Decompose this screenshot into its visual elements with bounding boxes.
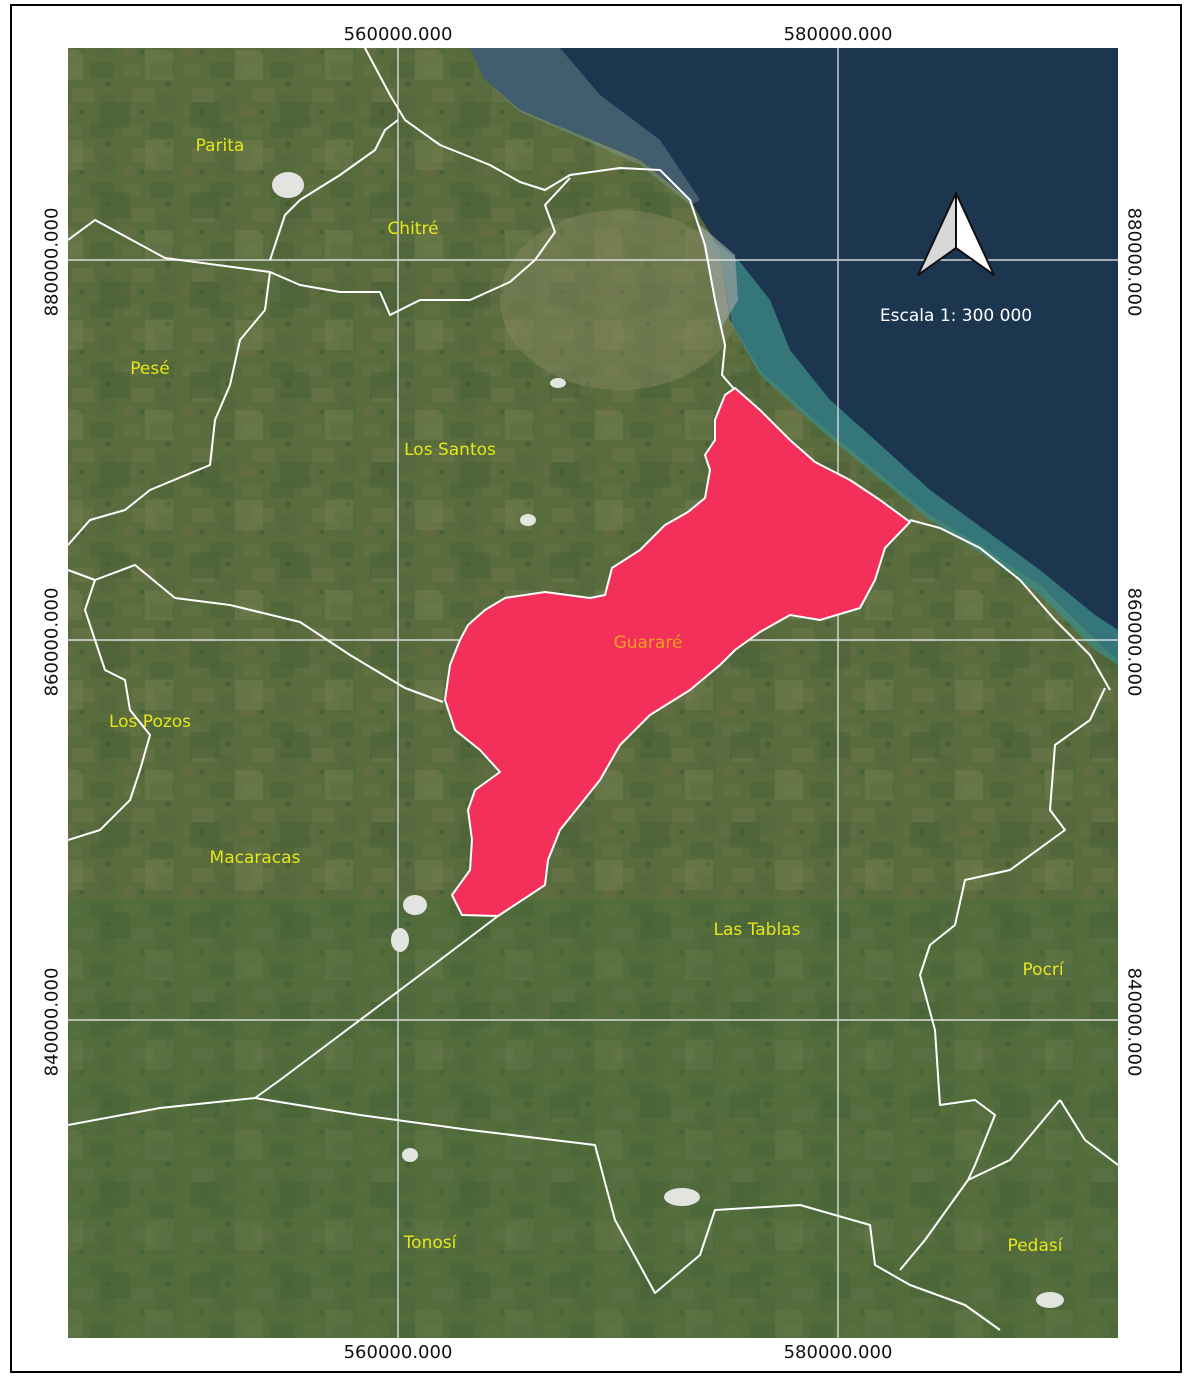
label-los-santos: Los Santos [404, 440, 496, 460]
label-los-pozos: Los Pozos [109, 712, 191, 732]
label-pese: Pesé [130, 359, 169, 379]
district-boundaries [68, 48, 1118, 1331]
grid-label-right-860000: 860000.000 [1123, 587, 1145, 697]
grid-label-left-860000: 860000.000 [41, 587, 63, 697]
south-vegetation [68, 900, 1118, 1338]
coastal-haze [470, 48, 700, 205]
grid-label-right-840000: 840000.000 [1123, 967, 1145, 1077]
label-tonosi: Tonosí [403, 1233, 458, 1253]
cloud-patches [272, 172, 1064, 1308]
scale-text: Escala 1: 300 000 [880, 306, 1032, 326]
label-chitre: Chitré [387, 219, 438, 239]
grid-label-bottom-580000: 580000.000 [783, 1342, 893, 1363]
north-arrow-icon [917, 192, 995, 276]
grid-label-left-840000: 840000.000 [41, 967, 63, 1077]
label-pocri: Pocrí [1022, 960, 1064, 980]
grid-label-left-880000: 880000.000 [41, 207, 63, 317]
coastal-mudflat [700, 225, 738, 330]
label-pedasi: Pedasí [1008, 1236, 1064, 1256]
grid-label-right-880000: 880000.000 [1123, 207, 1145, 317]
map-canvas[interactable]: Escala 1: 300 000 Parita Chitré Pesé Los… [68, 48, 1118, 1338]
label-macaracas: Macaracas [210, 848, 301, 868]
coastal-shallows [700, 230, 1118, 665]
label-las-tablas: Las Tablas [714, 920, 801, 940]
north-plain [500, 210, 740, 390]
label-parita: Parita [196, 136, 245, 156]
grid-label-bottom-560000: 560000.000 [343, 1342, 453, 1363]
label-guarare: Guararé [614, 633, 683, 653]
grid-label-top-560000: 560000.000 [343, 24, 453, 45]
guarare-district[interactable] [444, 387, 911, 917]
grid-label-top-580000: 580000.000 [783, 24, 893, 45]
